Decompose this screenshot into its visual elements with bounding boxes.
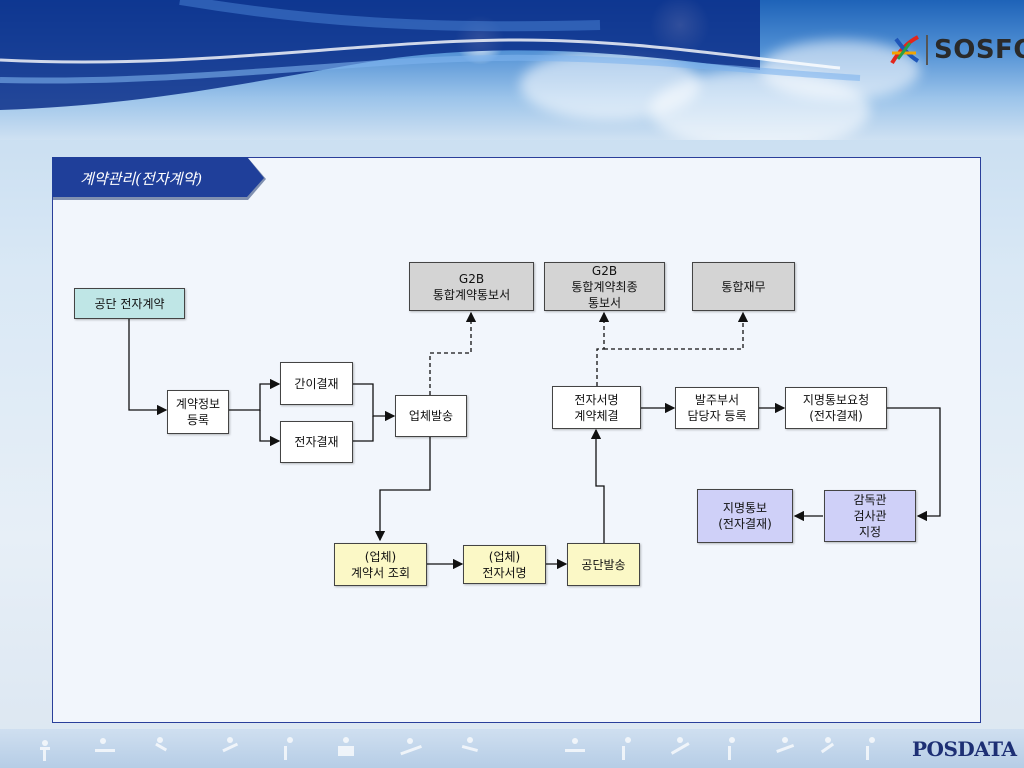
node-contract-info: 계약정보 등록 [167, 390, 229, 434]
content-panel [52, 157, 981, 723]
connector [353, 416, 374, 442]
node-inspector: 감독관 검사관 지정 [824, 490, 916, 542]
node-notify-request: 지명통보요청 (전자결재) [785, 387, 887, 429]
sosfo-logo: SOSFO [888, 30, 1024, 70]
node-e-approval: 전자결재 [280, 421, 353, 463]
node-g2b-final: G2B 통합계약최종 통보서 [544, 262, 665, 311]
dashed-connector [429, 311, 477, 395]
node-integrated-finance: 통합재무 [692, 262, 795, 311]
node-vendor-send: 업체발송 [395, 395, 467, 437]
sosfo-logo-icon [888, 33, 922, 67]
dashed-connector [596, 311, 610, 386]
panel-title: 계약관리(전자계약) [80, 170, 203, 188]
node-start: 공단 전자계약 [74, 288, 185, 319]
node-vendor-view: (업체) 계약서 조회 [334, 543, 427, 586]
connector [259, 410, 281, 447]
node-g2b-notice: G2B 통합계약통보서 [409, 262, 534, 311]
footer-sport-figures [40, 737, 875, 761]
footer-bar [0, 729, 1024, 768]
node-esign-contract: 전자서명 계약체결 [552, 386, 641, 429]
node-notify: 지명통보 (전자결재) [697, 489, 793, 543]
node-vendor-sign: (업체) 전자서명 [463, 545, 546, 584]
connector [229, 378, 281, 411]
node-simple-approval: 간이결재 [280, 362, 353, 405]
posdata-logo: POSDATA [912, 737, 1017, 761]
node-order-dept: 발주부서 담당자 등록 [675, 387, 759, 429]
connector [353, 383, 396, 422]
banner-swoosh [0, 0, 861, 110]
connector [128, 319, 168, 416]
sosfo-logo-text: SOSFO [926, 35, 1024, 65]
dashed-connector [604, 311, 749, 350]
node-agency-send: 공단발송 [567, 543, 640, 586]
connector [887, 407, 941, 522]
panel-title-tab [52, 157, 266, 200]
connector [590, 428, 605, 543]
header-banner: SOSFO [0, 0, 1024, 140]
connector [374, 437, 431, 542]
